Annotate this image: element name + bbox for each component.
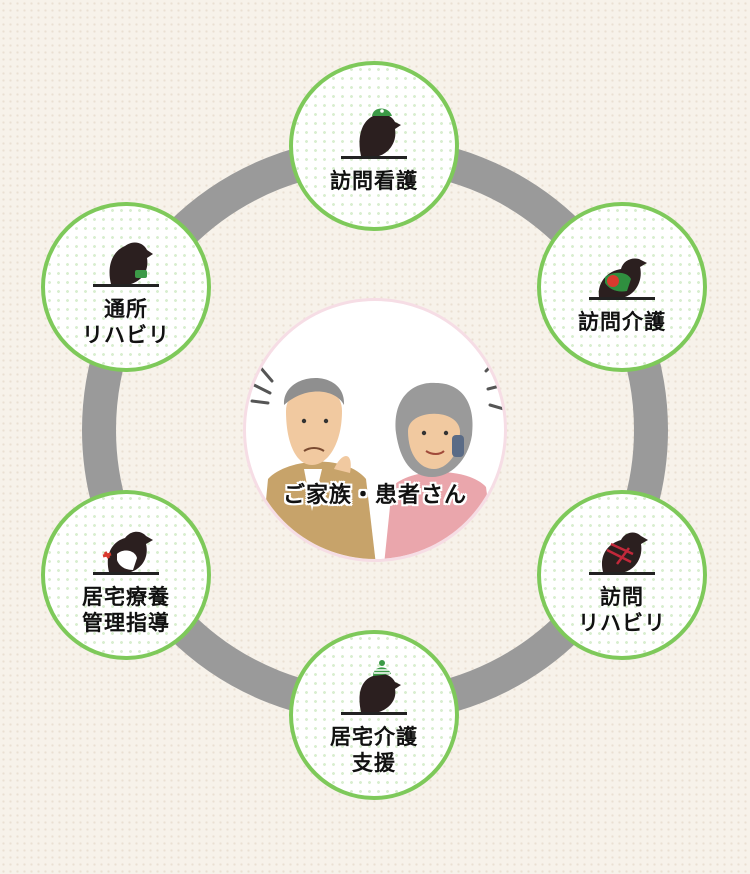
service-care-support[interactable]: 居宅介護 支援 [289, 630, 459, 800]
service-home-rehab[interactable]: 訪問 リハビリ [537, 490, 707, 660]
family-illustration [250, 357, 504, 559]
service-label: 訪問看護 [330, 168, 418, 193]
service-label: 通所 リハビリ [82, 296, 170, 347]
service-label: 居宅療養 管理指導 [82, 584, 170, 635]
service-home-care[interactable]: 訪問介護 [537, 202, 707, 372]
mole-striped-hat-icon [341, 659, 407, 715]
service-label: 訪問 リハビリ [578, 584, 666, 635]
mole-green-pack-icon [93, 242, 159, 287]
service-label: 訪問介護 [578, 309, 666, 334]
center-family-patient: ご家族・患者さん [243, 298, 507, 562]
mole-white-bib-icon [93, 531, 159, 575]
center-label: ご家族・患者さん [282, 483, 467, 508]
mole-red-scarf-icon [589, 258, 655, 300]
mole-green-helmet-icon [341, 108, 407, 159]
service-home-nursing[interactable]: 訪問看護 [289, 61, 459, 231]
service-daycare-rehab[interactable]: 通所 リハビリ [41, 202, 211, 372]
service-care-guidance[interactable]: 居宅療養 管理指導 [41, 490, 211, 660]
service-label: 居宅介護 支援 [330, 724, 418, 775]
mole-red-harness-icon [589, 532, 655, 575]
